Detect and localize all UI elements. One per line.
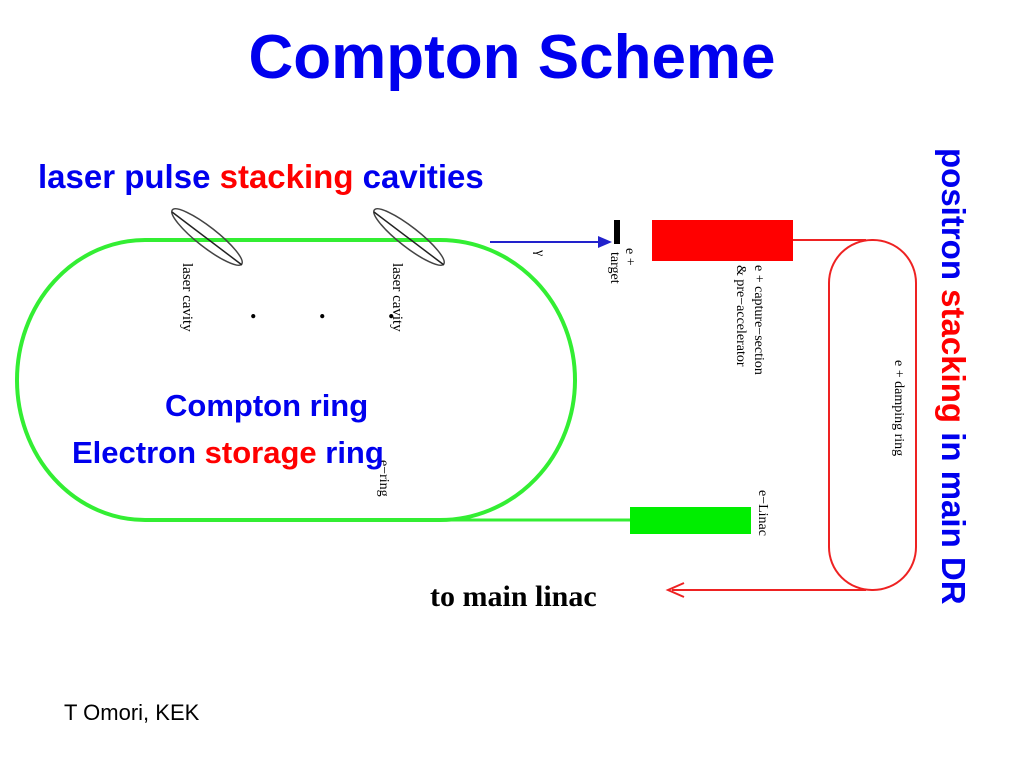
damping-ring-label: e + damping ring xyxy=(891,360,906,456)
footer-credit: T Omori, KEK xyxy=(64,700,200,725)
laser-cavity-2-label: laser cavity xyxy=(389,263,405,332)
electron-storage-ring-label: Electron storage ring xyxy=(72,435,384,471)
laser-header-part2: cavities xyxy=(353,158,484,195)
to-main-linac-arrowhead xyxy=(665,582,685,598)
target-label-2: target xyxy=(607,252,622,284)
laser-cavity-2-icon xyxy=(373,208,445,266)
gamma-arrowhead xyxy=(598,236,612,248)
target-label-1: e + xyxy=(622,248,637,266)
capture-label-1: e + capture−section xyxy=(751,265,766,375)
slide-title: Compton Scheme xyxy=(248,23,776,92)
to-main-linac-label: to main linac xyxy=(430,580,597,613)
positron-header-part2: in main DR xyxy=(935,423,972,605)
e-ring-label: e−ring xyxy=(376,460,391,497)
compton-ring xyxy=(15,238,577,522)
capture-section-block xyxy=(652,220,793,261)
positron-target xyxy=(614,220,620,244)
damping-ring xyxy=(828,239,917,591)
laser-cavity-1-icon xyxy=(171,208,243,266)
e-linac-block xyxy=(630,507,751,534)
ellipsis-dots: . . . xyxy=(250,295,423,324)
laser-cavities-header: laser pulse stacking cavities xyxy=(38,158,484,196)
positron-header-highlight: stacking xyxy=(935,289,972,424)
laser-cavity-1-label: laser cavity xyxy=(179,263,195,332)
positron-stacking-header: positron stacking in main DR xyxy=(934,148,972,605)
laser-header-highlight: stacking xyxy=(219,158,354,195)
storage-ring-part1: Electron xyxy=(72,435,205,470)
compton-ring-label: Compton ring xyxy=(165,388,369,423)
e-linac-label: e−Linac xyxy=(755,490,770,536)
gamma-label: γ xyxy=(532,249,547,256)
storage-ring-part2: ring xyxy=(316,435,384,470)
capture-label-2: & pre−accelerator xyxy=(733,265,748,367)
positron-header-part1: positron xyxy=(935,148,972,290)
laser-header-part1: laser pulse xyxy=(38,158,220,195)
storage-ring-highlight: storage xyxy=(204,435,317,470)
